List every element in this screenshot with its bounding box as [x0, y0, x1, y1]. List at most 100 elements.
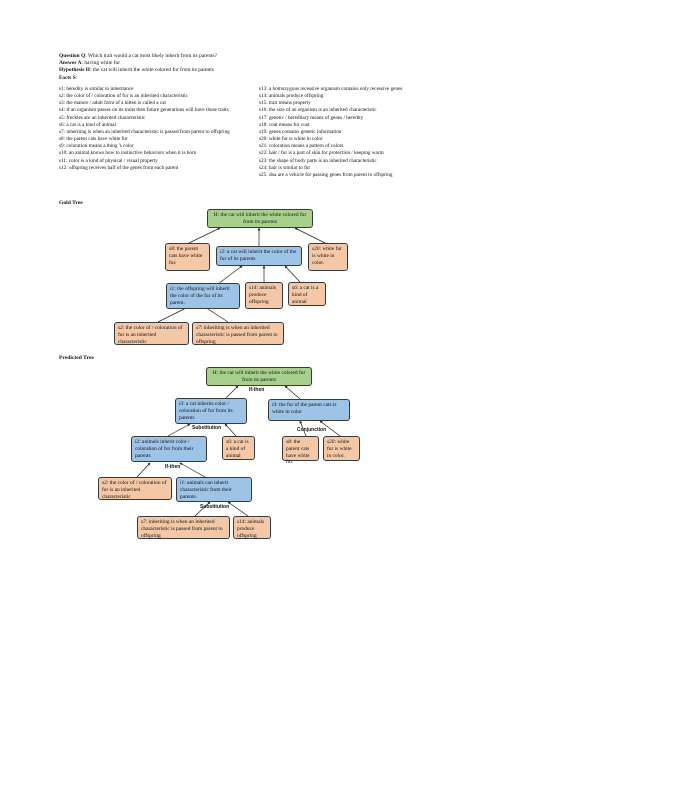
question-label: Question Q	[59, 53, 86, 59]
pred-intermediate-node-i4: i4: the fur of the parent cats is white …	[268, 399, 350, 421]
fact-id: s6	[292, 285, 297, 291]
gold-hypothesis-node: H: the cat will inherit the white colore…	[207, 209, 313, 228]
fact-text: : inheriting is when an inherited charac…	[141, 519, 223, 539]
gold-edge-s7-i1	[204, 306, 229, 323]
fact-text: : the color of / coloration of fur is an…	[118, 325, 183, 345]
pred-fact-node-s14: s14: animals produce offspring	[233, 516, 271, 539]
gold-fact-node-s14: s14: animals produce offspring	[245, 282, 283, 309]
intermediate-text: : the offspring will inherit the color o…	[170, 286, 230, 306]
fact-text: : a cat is a kind of animal	[226, 439, 249, 459]
pred-fact-node-s20: s20: white fur is white in color.	[323, 436, 360, 461]
question-header: Question Q: Which trait would a cat most…	[59, 53, 217, 82]
fact-item: s21: coloration means a pattern of color…	[259, 143, 344, 150]
gold-fact-node-s6: s6: a cat is a kind of animal	[288, 282, 326, 306]
fact-item: s12: offspring receives half of the gene…	[59, 164, 179, 171]
facts-left-column: s1: heredity is similar to inheritance s…	[59, 86, 255, 172]
pred-fact-node-s8: s8: the parent cats have white fur.	[282, 436, 319, 465]
fact-text: : animals produce offspring	[237, 519, 265, 539]
pred-fact-node-s7: s7: inheriting is when an inherited char…	[137, 516, 230, 539]
gold-edge-s6-i2	[284, 265, 301, 283]
pred-fact-node-s6: s6: a cat is a kind of animal	[222, 436, 255, 460]
pred-relation-i1: Substitution	[200, 504, 230, 510]
gold-fact-node-s20: s20: white fur is white in color.	[308, 243, 348, 271]
fact-item: s19: genes contains genetic information	[259, 128, 342, 135]
answer-line: Answer A: having white fur	[59, 60, 217, 67]
gold-edge-s8-h	[188, 227, 221, 244]
intermediate-id: i2	[135, 439, 140, 445]
fact-id: s7	[141, 519, 146, 525]
intermediate-text: : animals can inherit characteristic fro…	[180, 480, 232, 500]
fact-item: s3: the mature / adult form of a kitten …	[59, 100, 166, 107]
pred-relation-h: If-then	[249, 387, 265, 393]
intermediate-id: i3	[179, 401, 184, 407]
fact-id: s2	[102, 480, 107, 486]
fact-item: s16: the size of an organism is an inher…	[259, 107, 377, 114]
gold-edge-i1-i2	[217, 265, 243, 285]
hypothesis-label: Hypothesis H	[59, 67, 91, 74]
intermediate-text: : a cat will inherit the color of the fu…	[220, 249, 297, 262]
intermediate-id: i4	[272, 402, 277, 408]
fact-id: s7	[196, 325, 201, 331]
hypothesis-line: Hypothesis H: the cat will inherit the w…	[59, 67, 217, 74]
fact-item: s13: a homozygous recessive organism con…	[259, 86, 403, 92]
fact-item: s22: hair / fur is a part of skin for pr…	[259, 150, 384, 157]
pred-fact-node-s2: s2: the color of / coloration of fur is …	[98, 477, 172, 500]
facts-heading: Facts S:	[59, 75, 217, 82]
fact-item: s23: the shape of body parts is an inher…	[259, 157, 377, 164]
fact-text: : inheriting is when an inherited charac…	[196, 325, 278, 345]
pred-relation-i3: Substitution	[192, 425, 222, 431]
fact-id: s20	[312, 246, 320, 252]
gold-intermediate-node-i1: i1: the offspring will inherit the color…	[166, 283, 240, 309]
gold-fact-node-s7: s7: inheriting is when an inherited char…	[192, 322, 284, 345]
pred-edge-s14-i1	[227, 501, 249, 517]
fact-text: : the color of / coloration of fur is an…	[102, 480, 167, 500]
pred-edge-s6-i3	[224, 423, 237, 437]
fact-id: s6	[226, 439, 231, 445]
fact-item: s17: genetic / hereditary means of genes…	[259, 114, 364, 121]
pred-edge-s7-i1	[194, 501, 211, 517]
fact-item: s20: white fur is white in color	[259, 136, 323, 143]
pred-intermediate-node-i1: i1: animals can inherit characteristic f…	[176, 477, 252, 502]
facts-right-column: s13: a homozygous recessive organism con…	[259, 86, 469, 179]
fact-id: s8	[169, 246, 174, 252]
fact-text: : animals produce offspring	[249, 285, 277, 305]
pred-intermediate-node-i3: i3: a cat inherits color / coloration of…	[175, 398, 247, 424]
fact-item: s4: if an organism passes on its traits …	[59, 107, 229, 114]
fact-item: s11: color is a kind of physical / visua…	[59, 157, 158, 164]
fact-text: : the parent cats have white fur.	[286, 439, 310, 466]
gold-fact-node-s2: s2: the color of / coloration of fur is …	[114, 322, 189, 345]
pred-edge-s8-i4	[299, 420, 307, 437]
fact-item: s15: trait means property	[259, 100, 311, 107]
fact-text: : white fur is white in color.	[327, 439, 352, 459]
fact-item: s14: animals produce offspring	[259, 93, 324, 100]
intermediate-text: : a cat inherits color / coloration of f…	[179, 401, 233, 421]
fact-item: s7: inheriting is when an inherited char…	[59, 128, 230, 135]
intermediate-id: i2	[220, 249, 225, 255]
pred-edge-s2-i2	[136, 462, 151, 478]
gold-fact-node-s8: s8: the parent cats have white fur.	[165, 243, 210, 271]
answer-text: : having white fur	[81, 60, 120, 67]
gold-hypothesis-text: H: the cat will inherit the white colore…	[213, 212, 307, 225]
fact-item: s2: the color of / coloration of fur is …	[59, 93, 188, 100]
fact-id: s20	[327, 439, 335, 445]
pred-relation-i2: If-then	[165, 464, 181, 470]
pred-edge-s20-i4	[319, 420, 341, 437]
question-line: Question Q: Which trait would a cat most…	[59, 53, 217, 60]
fact-id: s8	[286, 439, 291, 445]
facts-colon: :	[75, 74, 78, 81]
fact-id: s14	[249, 285, 257, 291]
fact-id: s2	[118, 325, 123, 331]
fact-text: : white fur is white in color.	[312, 246, 342, 266]
gold-edge-s2-i1	[157, 306, 189, 323]
answer-label: Answer A	[59, 60, 82, 67]
intermediate-text: : the fur of the parent cats is white in…	[272, 402, 337, 415]
intermediate-id: i1	[170, 286, 175, 292]
pred-edge-i1-i2	[179, 462, 206, 478]
pred-edge-i3-h	[224, 385, 239, 400]
gold-tree-title: Gold Tree	[59, 200, 83, 206]
fact-item: s5: freckles are an inherited characteri…	[59, 114, 146, 121]
fact-item: s24: hair is similar to fur	[259, 164, 311, 171]
fact-id: s14	[237, 519, 245, 525]
intermediate-id: i1	[180, 480, 185, 486]
